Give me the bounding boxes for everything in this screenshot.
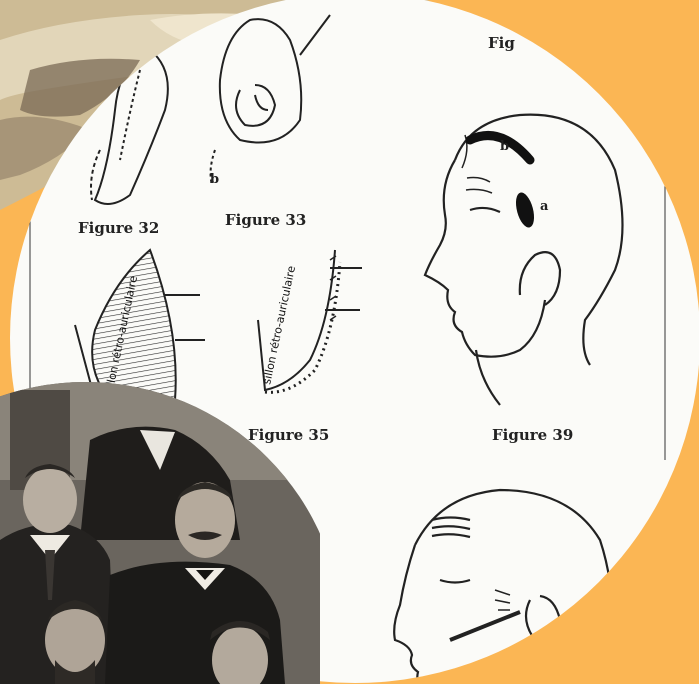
figure-39-letter-a: a <box>540 199 549 214</box>
figure-33-letter-b: b <box>210 172 219 187</box>
figure-32-label: Figure 32 <box>78 219 159 237</box>
figure-39-label: Figure 39 <box>492 426 573 444</box>
figure-39-letter-b: b <box>500 139 509 154</box>
figure-35-label: Figure 35 <box>248 426 329 444</box>
figure-33-label: Figure 33 <box>225 211 306 229</box>
figure-top-label: Fig <box>488 34 515 52</box>
